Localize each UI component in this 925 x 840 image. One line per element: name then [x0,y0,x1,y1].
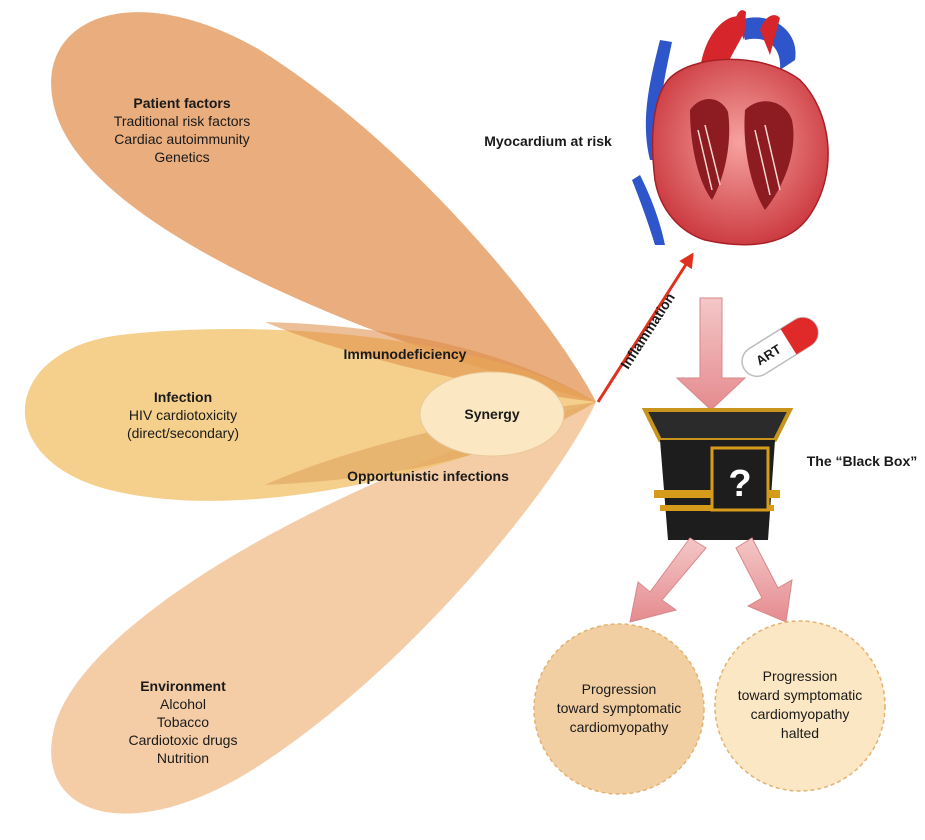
patient-factors-text: Patient factors Traditional risk factors… [114,95,250,165]
infection-item: HIV cardiotoxicity [129,407,237,423]
synergy-ellipse [419,371,565,457]
outcome-halted-line: halted [781,725,819,741]
petals [24,12,597,814]
environment-item: Alcohol [160,696,206,712]
outcome-halted: Progression toward symptomatic cardiomyo… [714,620,886,792]
inflammation-arrow: Inflammation [596,252,694,403]
infection-item: (direct/secondary) [127,425,239,441]
patient-factor-item: Traditional risk factors [114,113,250,129]
outcome-progression-line: toward symptomatic [557,700,681,716]
patient-factor-item: Genetics [154,149,209,165]
infection-heading: Infection [154,389,212,405]
petal-patient-factors [51,12,597,402]
environment-item: Nutrition [157,750,209,766]
outcome-progression-line: Progression [582,681,657,697]
art-pill-icon: ART [741,316,819,378]
patient-factor-item: Cardiac autoimmunity [114,131,249,147]
outcome-halted-line: toward symptomatic [738,687,862,703]
environment-heading: Environment [140,678,226,694]
question-mark: ? [728,463,751,505]
opportunistic-infections-label: Opportunistic infections [347,468,509,484]
black-box-label: The “Black Box” [807,453,917,469]
heart-icon [632,10,829,246]
outcome-halted-line: cardiomyopathy [751,706,850,722]
down-arrow [675,297,747,411]
black-box-icon: ? [641,408,794,540]
synergy-label: Synergy [464,406,519,422]
environment-item: Tobacco [157,714,209,730]
myocardium-at-risk-label: Myocardium at risk [484,133,612,149]
petal-environment [51,402,597,814]
inflammation-label: Inflammation [617,290,678,372]
patient-factors-heading: Patient factors [133,95,230,111]
arrow-to-halted [735,537,793,623]
outcome-progression: Progression toward symptomatic cardiomyo… [533,623,705,795]
environment-text: Environment Alcohol Tobacco Cardiotoxic … [129,678,238,766]
outcome-progression-line: cardiomyopathy [570,719,669,735]
outcome-halted-line: Progression [763,668,838,684]
arrow-to-progression [629,537,707,623]
immunodeficiency-label: Immunodeficiency [344,346,467,362]
infection-text: Infection HIV cardiotoxicity (direct/sec… [127,389,239,441]
environment-item: Cardiotoxic drugs [129,732,238,748]
